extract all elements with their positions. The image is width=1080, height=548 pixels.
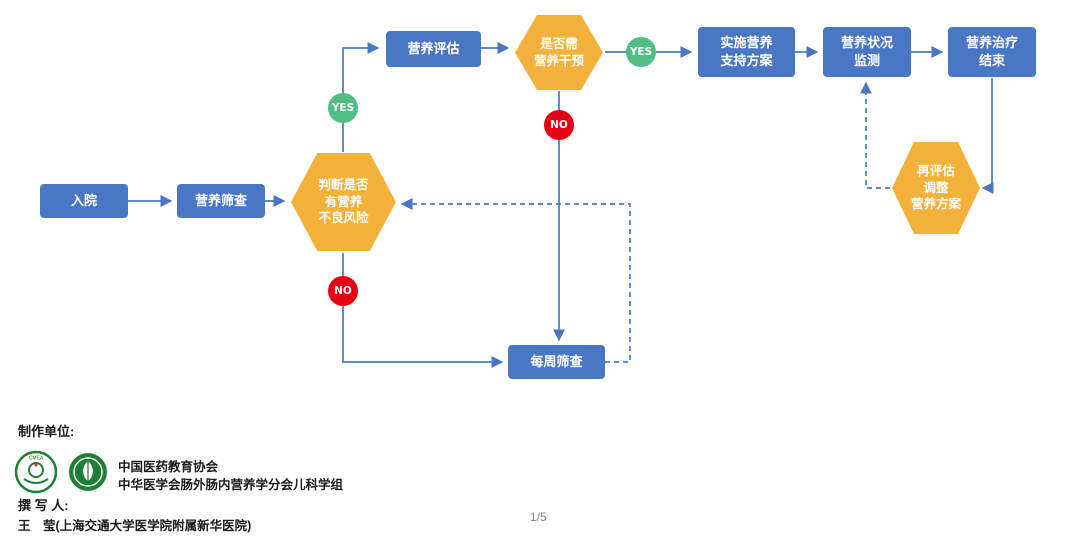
arrow-risk-no-to-weekly <box>342 253 504 368</box>
node-risk-decision-line2: 有营养 <box>324 194 363 209</box>
node-intervention-decision-line2: 营养干预 <box>533 53 584 68</box>
node-risk-decision-line3: 不良风险 <box>318 211 369 226</box>
node-admission[interactable]: 入院 <box>40 184 128 218</box>
node-reassess-line1: 再评估 <box>917 163 955 178</box>
cspen-leaf-logo-icon <box>68 452 108 492</box>
page-number: 1/5 <box>530 510 547 524</box>
cmea-logo-icon: CMEA <box>14 450 58 494</box>
author-label: 撰 写 人: <box>18 498 69 513</box>
badge-no-intervention: NO <box>544 110 574 140</box>
node-risk-decision[interactable]: 判断是否 有营养 不良风险 <box>291 153 396 251</box>
node-intervention-decision-line1: 是否需 <box>540 36 578 51</box>
node-nutrition-screening-label: 营养筛查 <box>194 192 247 208</box>
node-intervention-decision[interactable]: 是否需 营养干预 <box>515 15 603 90</box>
badge-no-risk: NO <box>328 276 358 306</box>
arrow-end-to-reassess <box>981 78 994 194</box>
svg-text:CMEA: CMEA <box>29 456 44 462</box>
node-treatment-end[interactable]: 营养治疗 结束 <box>948 27 1036 77</box>
node-status-monitoring[interactable]: 营养状况 监测 <box>823 27 911 77</box>
node-reassess-line2: 调整 <box>923 180 949 195</box>
author-name: 王 莹(上海交通大学医学院附属新华医院) <box>18 519 252 533</box>
node-reassess-adjust[interactable]: 再评估 调整 营养方案 <box>892 142 980 234</box>
arrow-weekly-to-risk-dashed <box>400 198 631 363</box>
node-nutrition-screening[interactable]: 营养筛查 <box>177 184 265 218</box>
node-weekly-screening[interactable]: 每周筛查 <box>508 345 605 379</box>
producer-label: 制作单位: <box>18 424 75 439</box>
node-nutrition-assessment[interactable]: 营养评估 <box>386 31 481 67</box>
node-reassess-line3: 营养方案 <box>910 197 961 212</box>
node-treatment-end-line1: 营养治疗 <box>965 34 1018 50</box>
org2-name: 中华医学会肠外肠内营养学分会儿科学组 <box>118 478 344 492</box>
arrow-reassess-to-monitoring-dashed <box>860 81 890 189</box>
node-implement-line2: 支持方案 <box>720 53 773 68</box>
node-monitoring-line1: 营养状况 <box>840 34 893 50</box>
node-weekly-screening-label: 每周筛查 <box>530 353 583 369</box>
badge-yes-intervention: YES <box>626 37 656 67</box>
node-admission-label: 入院 <box>70 192 97 208</box>
node-nutrition-assessment-label: 营养评估 <box>407 40 460 56</box>
node-implement-support-plan[interactable]: 实施营养 支持方案 <box>698 27 795 77</box>
org1-name: 中国医药教育协会 <box>118 460 219 474</box>
badge-yes-risk: YES <box>328 93 358 123</box>
node-treatment-end-line2: 结束 <box>978 53 1005 68</box>
node-monitoring-line2: 监测 <box>853 53 880 68</box>
node-implement-line1: 实施营养 <box>720 34 773 50</box>
node-risk-decision-line1: 判断是否 <box>318 177 369 192</box>
